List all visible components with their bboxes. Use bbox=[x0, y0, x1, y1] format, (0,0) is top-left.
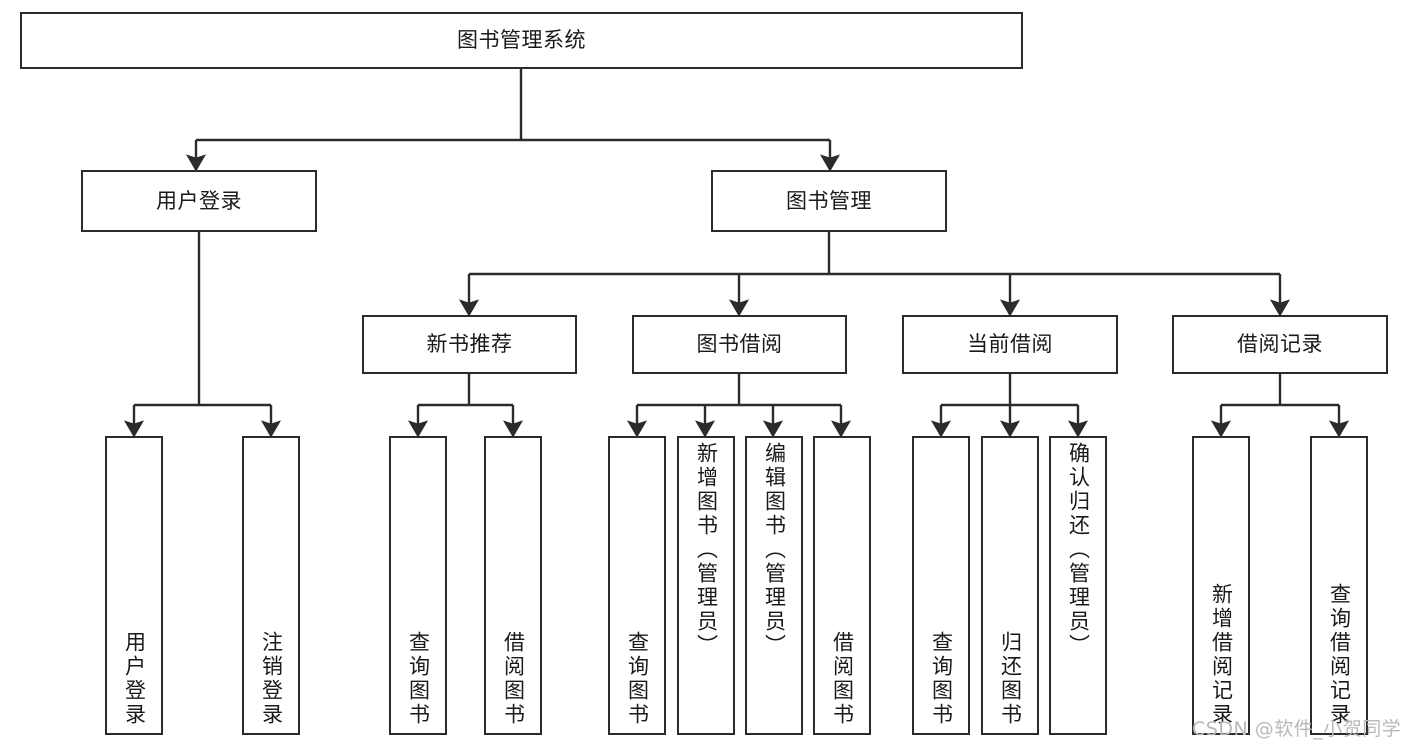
leaf-query-book-recommend[interactable]: 查询图书 bbox=[389, 436, 447, 735]
leaf-return-book[interactable]: 归还图书 bbox=[981, 436, 1039, 735]
leaf-user-login[interactable]: 用户登录 bbox=[105, 436, 163, 735]
node-label: 新增借阅记录 bbox=[1209, 583, 1234, 727]
leaf-borrow-book-recommend[interactable]: 借阅图书 bbox=[484, 436, 542, 735]
node-label: 查询图书 bbox=[406, 631, 431, 727]
leaf-add-book-admin[interactable]: 新增图书（管理员） bbox=[677, 436, 735, 735]
node-root-book-management-system[interactable]: 图书管理系统 bbox=[20, 12, 1023, 69]
node-label: 新书推荐 bbox=[426, 332, 513, 356]
leaf-confirm-return-admin[interactable]: 确认归还（管理员） bbox=[1049, 436, 1107, 735]
node-label: 借阅图书 bbox=[501, 631, 526, 727]
node-label: 用户登录 bbox=[122, 631, 147, 727]
node-label: 图书借阅 bbox=[696, 332, 783, 356]
node-book-borrow[interactable]: 图书借阅 bbox=[632, 315, 847, 374]
node-label: 新增图书（管理员） bbox=[694, 442, 719, 658]
leaf-borrow-book-borrow[interactable]: 借阅图书 bbox=[813, 436, 871, 735]
node-label: 查询图书 bbox=[625, 631, 650, 727]
node-label: 借阅记录 bbox=[1237, 332, 1323, 356]
node-label: 注销登录 bbox=[259, 631, 284, 727]
node-new-book-recommend[interactable]: 新书推荐 bbox=[362, 315, 577, 374]
node-label: 图书管理 bbox=[786, 188, 872, 213]
leaf-query-borrow-record[interactable]: 查询借阅记录 bbox=[1310, 436, 1368, 735]
node-book-management[interactable]: 图书管理 bbox=[711, 170, 947, 232]
leaf-query-book-current[interactable]: 查询图书 bbox=[912, 436, 970, 735]
node-label: 当前借阅 bbox=[967, 332, 1053, 356]
node-current-borrow[interactable]: 当前借阅 bbox=[902, 315, 1118, 374]
node-label: 借阅图书 bbox=[830, 631, 855, 727]
leaf-add-borrow-record[interactable]: 新增借阅记录 bbox=[1192, 436, 1250, 735]
node-label: 归还图书 bbox=[998, 631, 1023, 727]
leaf-logout-login[interactable]: 注销登录 bbox=[242, 436, 300, 735]
node-label: 用户登录 bbox=[156, 188, 242, 213]
leaf-query-book-borrow[interactable]: 查询图书 bbox=[608, 436, 666, 735]
node-label: 确认归还（管理员） bbox=[1066, 442, 1091, 658]
node-label: 查询借阅记录 bbox=[1327, 583, 1352, 727]
node-label: 编辑图书（管理员） bbox=[762, 442, 787, 658]
node-user-login[interactable]: 用户登录 bbox=[81, 170, 317, 232]
node-label: 图书管理系统 bbox=[457, 28, 586, 52]
node-label: 查询图书 bbox=[929, 631, 954, 727]
node-borrow-record[interactable]: 借阅记录 bbox=[1172, 315, 1388, 374]
leaf-edit-book-admin[interactable]: 编辑图书（管理员） bbox=[745, 436, 803, 735]
csdn-watermark: CSDN @软件_小贺同学 bbox=[1192, 718, 1402, 740]
